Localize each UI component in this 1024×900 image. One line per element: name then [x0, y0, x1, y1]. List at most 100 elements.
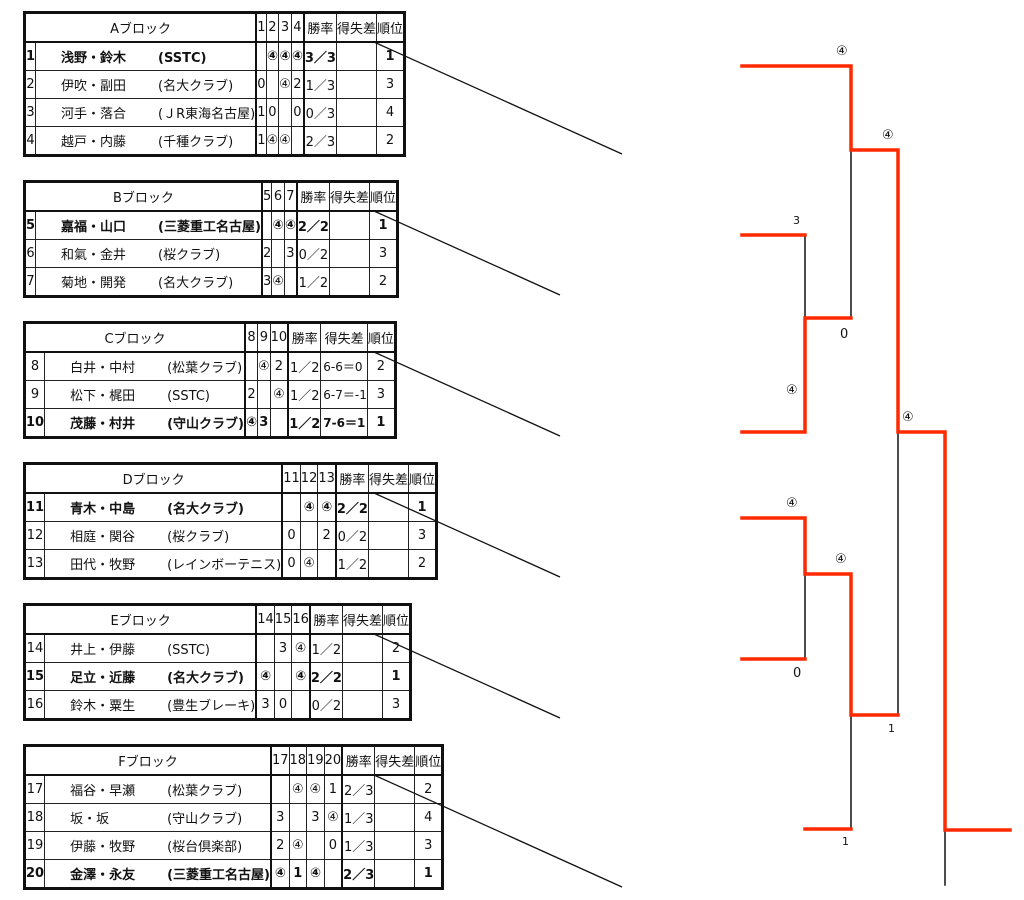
- win-rate-header: 勝率: [341, 745, 376, 776]
- player-names: 浅野・鈴木: [61, 51, 127, 66]
- player-team: (レインボーテニス): [167, 558, 282, 573]
- player-cell: 越戸・内藤(千種クラブ): [35, 126, 257, 156]
- match-score: 0: [281, 549, 301, 579]
- block-title: Dブロック: [24, 463, 283, 494]
- player-team: (三菱重工名古屋): [158, 220, 261, 235]
- bracket-score: 1: [888, 722, 895, 735]
- player-cell: 田代・牧野(レインボーテニス): [44, 549, 283, 579]
- win-rate: 2／2: [295, 210, 330, 240]
- player-names: 菊地・開発: [61, 276, 127, 291]
- win-rate: 1／2: [308, 633, 343, 663]
- player-cell: 菊地・開発(名大クラブ): [35, 267, 263, 297]
- player-number: 19: [23, 831, 46, 860]
- match-score: 3: [260, 267, 273, 297]
- opponent-column-header: 17: [269, 745, 290, 776]
- player-number: 16: [23, 690, 46, 720]
- match-score: ④: [271, 267, 285, 297]
- player-team: (名大クラブ): [167, 502, 244, 517]
- win-rate: 1／2: [287, 351, 322, 381]
- win-rate: 1／3: [341, 831, 376, 860]
- bracket-score: ④: [882, 128, 894, 143]
- rank-header: 順位: [366, 322, 396, 353]
- match-score: ④: [244, 408, 258, 438]
- player-team: (守山クラブ): [167, 417, 244, 432]
- bracket-score: ④: [835, 552, 847, 567]
- player-cell: 白井・中村(松葉クラブ): [44, 351, 246, 381]
- player-team: (名大クラブ): [167, 671, 244, 686]
- player-cell: 坂・坂(守山クラブ): [44, 803, 272, 832]
- match-score: ④: [269, 859, 290, 889]
- opponent-column-header: 20: [323, 745, 343, 776]
- player-number: 7: [23, 267, 37, 297]
- rank-header: 順位: [414, 745, 444, 776]
- player-cell: 和氣・金井 (桜クラブ): [35, 239, 263, 268]
- rank-header: 順位: [407, 463, 438, 494]
- point-diff: [335, 41, 377, 71]
- win-rate: 1／2: [334, 549, 369, 579]
- rank-header: 順位: [368, 181, 399, 212]
- player-team: (名大クラブ): [158, 79, 234, 94]
- match-score: ④: [278, 126, 292, 156]
- player-names: 白井・中村: [70, 361, 136, 376]
- player-names: 井上・伊藤: [70, 643, 136, 658]
- point-diff-header: 得失差: [367, 463, 410, 494]
- win-rate: 2／2: [308, 662, 343, 691]
- bracket-score: ④: [786, 496, 798, 511]
- opponent-column-header: 6: [271, 181, 285, 212]
- player-names: 松下・梶田: [70, 389, 136, 404]
- player-number: 9: [23, 380, 46, 409]
- point-diff: [335, 126, 377, 156]
- player-team: (ＪR東海名古屋): [158, 107, 256, 122]
- opponent-column-header: 5: [260, 181, 273, 212]
- player-number: 15: [23, 662, 46, 691]
- player-team: (桜クラブ): [158, 248, 221, 263]
- player-cell: 金澤・永友(三菱重工名古屋): [44, 859, 272, 889]
- win-rate-header: 勝率: [302, 12, 337, 43]
- point-diff: 7-6＝1: [320, 408, 368, 438]
- player-number: 13: [23, 549, 46, 579]
- bracket-score: ④: [836, 44, 848, 59]
- player-names: 和氣・金井: [61, 248, 127, 263]
- player-team: (SSTC): [167, 643, 210, 658]
- player-number: 11: [23, 492, 46, 522]
- player-names: 足立・近藤: [70, 671, 136, 686]
- player-cell: 伊藤・牧野(桜台倶楽部): [44, 831, 272, 860]
- player-names: 坂・坂: [70, 812, 110, 827]
- win-rate-header: 勝率: [308, 604, 343, 635]
- player-names: 嘉福・山口: [61, 220, 127, 235]
- player-number: 14: [23, 633, 46, 663]
- bracket-score: 0: [840, 327, 849, 342]
- match-score: 2: [269, 831, 290, 860]
- win-rate: 2／2: [334, 492, 369, 522]
- player-cell: 福谷・早瀬(松葉クラブ): [44, 774, 272, 804]
- player-team: (千種クラブ): [158, 135, 234, 150]
- win-rate: 0／2: [308, 690, 343, 720]
- player-team: (豊生ブレーキ): [167, 699, 256, 714]
- win-rate: 2／3: [341, 859, 376, 889]
- block-title: Eブロック: [24, 604, 257, 635]
- player-team: (桜クラブ): [167, 530, 230, 545]
- point-diff-header: 得失差: [328, 181, 371, 212]
- player-names: 伊吹・副田: [61, 79, 127, 94]
- block-title: Bブロック: [23, 181, 263, 212]
- point-diff-header: 得失差: [320, 322, 368, 353]
- point-diff: [328, 239, 371, 268]
- player-names: 青木・中島: [70, 502, 136, 517]
- point-diff: [328, 210, 371, 240]
- point-diff: [328, 267, 371, 297]
- block-title: Fブロック: [23, 745, 272, 776]
- player-cell: 鈴木・粟生(豊生ブレーキ): [44, 690, 257, 720]
- player-number: 18: [23, 803, 46, 832]
- rank-header: 順位: [375, 12, 405, 43]
- match-score: 3: [255, 690, 275, 720]
- player-cell: 茂藤・村井(守山クラブ): [44, 408, 246, 438]
